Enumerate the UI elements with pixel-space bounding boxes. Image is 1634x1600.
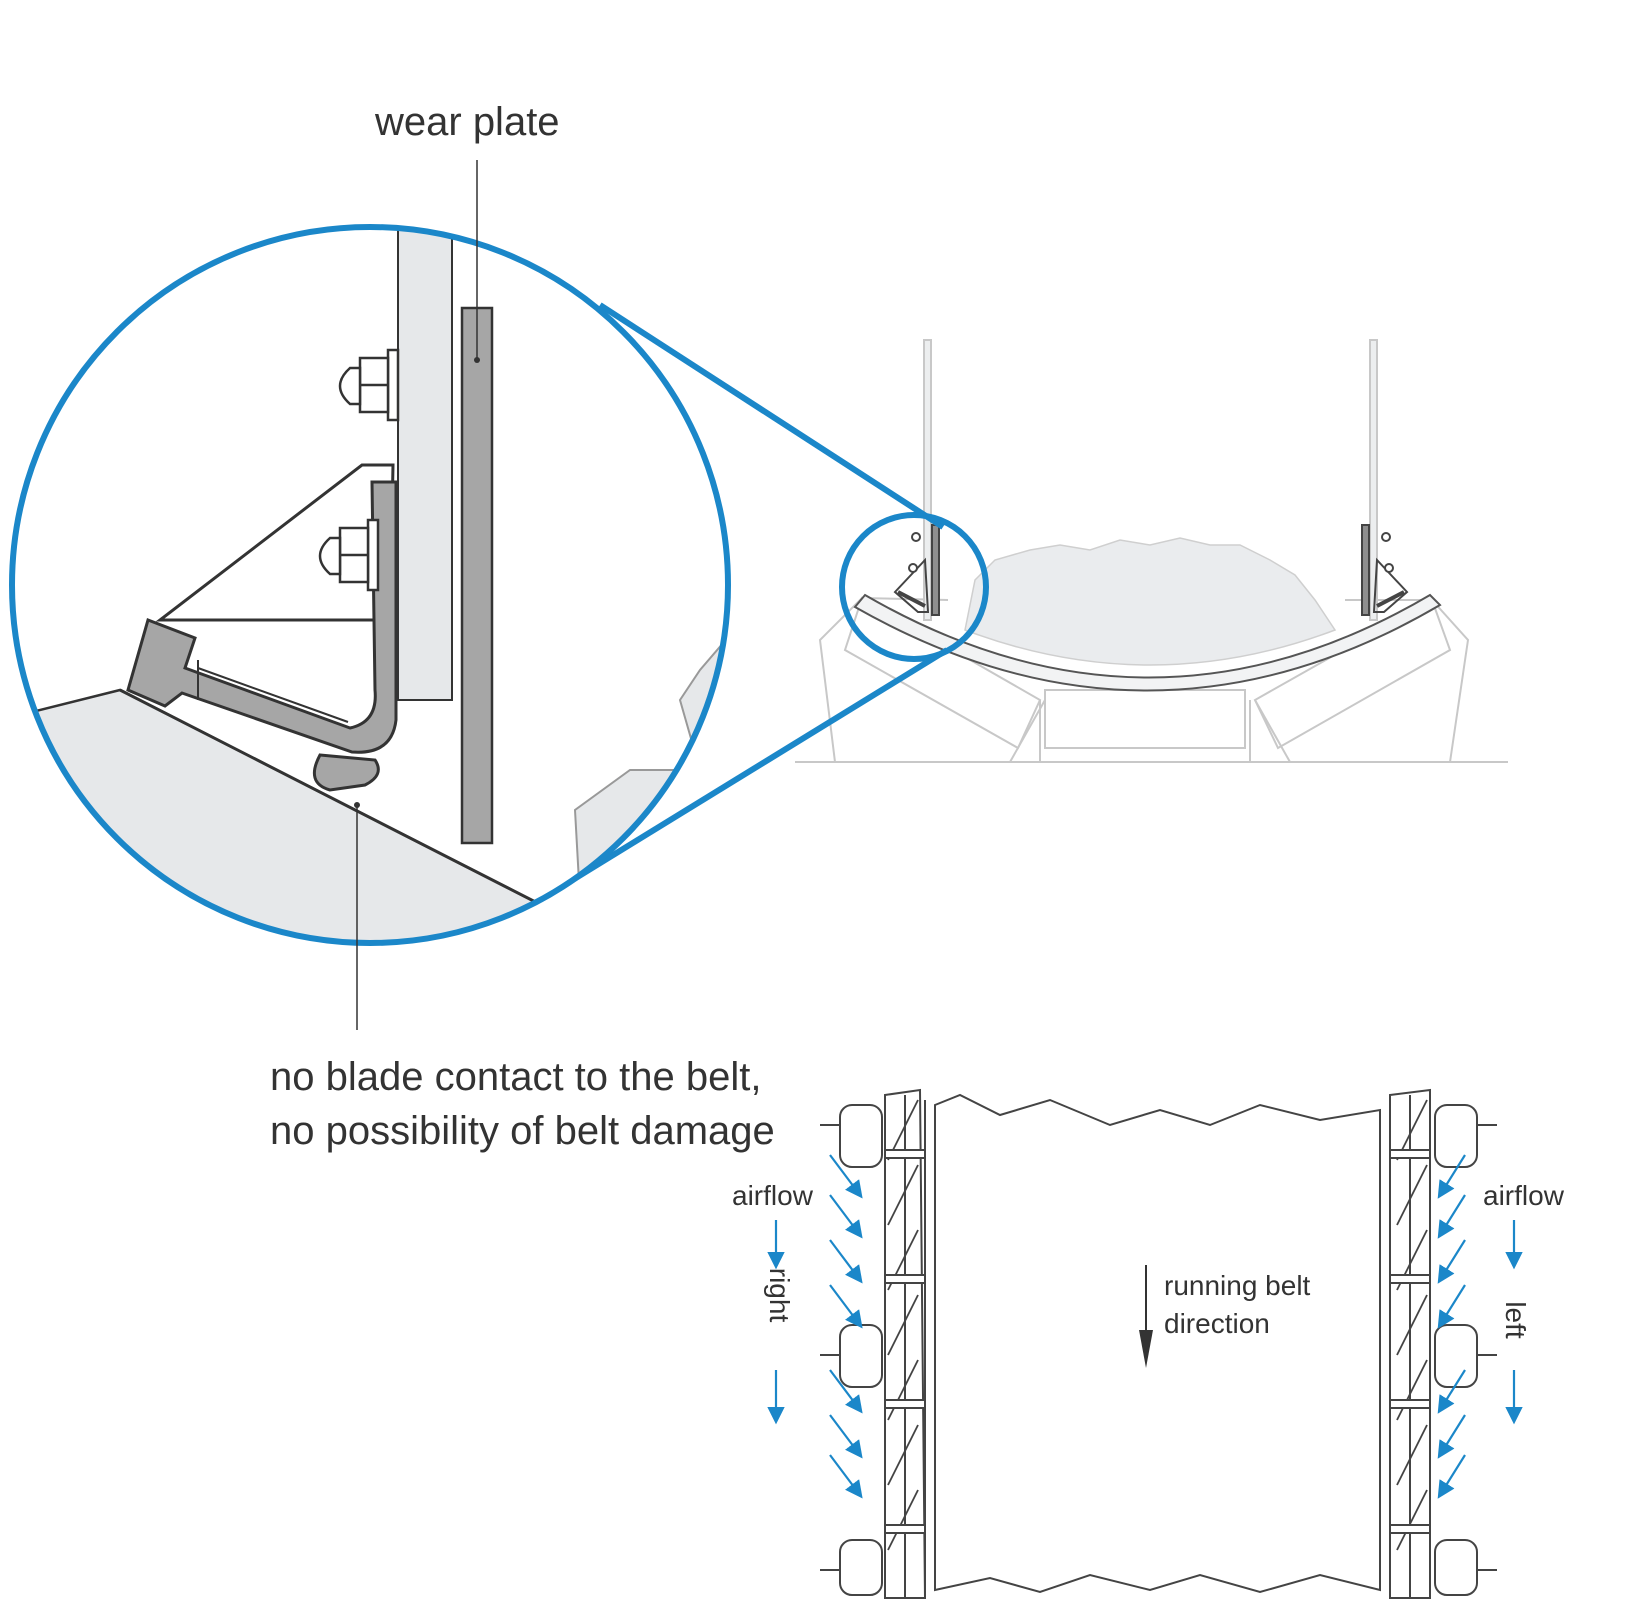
bolt-lower (318, 518, 380, 592)
label-no-contact-1: no blade contact to the belt, (270, 1055, 761, 1099)
label-left: left (1500, 1301, 1531, 1339)
bracket-arm (126, 480, 398, 754)
top-view: airflow airflow right left running belt … (732, 1088, 1565, 1599)
label-airflow-left: airflow (732, 1180, 814, 1211)
right-seal-clamps (1389, 1149, 1431, 1534)
wear-plate (460, 306, 494, 845)
conveyor-belt (853, 593, 1442, 692)
bolt-upper (338, 348, 400, 422)
left-seal-strip (884, 1088, 927, 1599)
left-seal-clamps (884, 1149, 926, 1534)
bulk-material (964, 537, 1337, 666)
zoom-source-circle (839, 512, 989, 662)
zoom-circle-outline (9, 224, 731, 946)
conveyor-cross-section (795, 339, 1508, 763)
label-no-contact-2: no possibility of belt damage (270, 1109, 775, 1153)
idler-roll-right (1253, 598, 1452, 750)
label-wear-plate: wear plate (374, 100, 560, 144)
zoom-connector (538, 302, 989, 903)
seal-blade-tip (312, 753, 380, 792)
seal-bracket-left-small (893, 524, 940, 616)
left-rollers (820, 1104, 883, 1596)
belt-top-view (934, 1093, 1381, 1594)
label-right: right (764, 1268, 795, 1323)
skirt-board-left (923, 339, 932, 621)
skirt-board (397, 227, 453, 701)
label-airflow-right: airflow (1483, 1180, 1565, 1211)
label-running-belt-2: direction (1164, 1308, 1270, 1339)
skirt-board-right (1369, 339, 1378, 621)
idler-roll-center (1044, 689, 1246, 749)
label-running-belt-1: running belt (1164, 1270, 1311, 1301)
belt-direction-arrow (1139, 1265, 1153, 1368)
airflow-arrows-right (1437, 1154, 1466, 1499)
airflow-arrows-left (829, 1154, 863, 1499)
seal-bracket-right-small (1361, 524, 1409, 616)
right-seal-strip (1389, 1088, 1431, 1599)
right-rollers (1434, 1104, 1497, 1596)
